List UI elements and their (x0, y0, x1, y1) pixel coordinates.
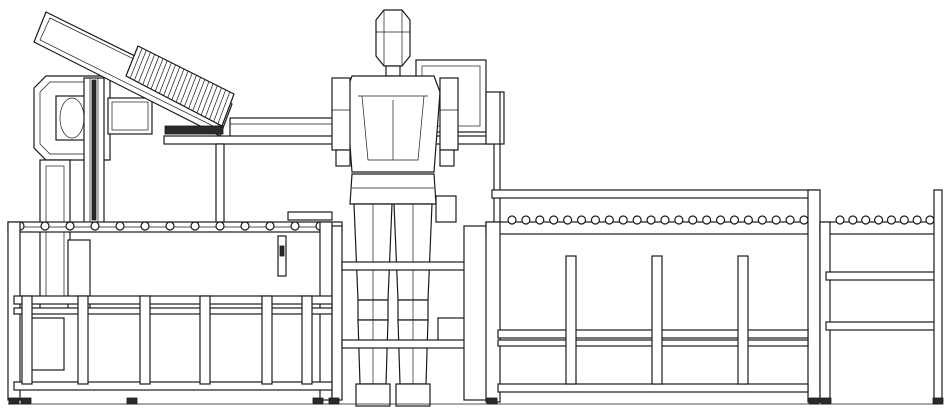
roller (535, 215, 545, 225)
hopper-rib (138, 52, 151, 83)
inclined-loader-icon (33, 11, 495, 225)
frame-post (261, 295, 273, 385)
frame-post (199, 295, 211, 385)
hopper-rib (221, 93, 235, 127)
roller (521, 215, 531, 225)
leveling-foot (328, 397, 340, 405)
right-conveyor (819, 189, 944, 405)
left-conveyor (7, 221, 343, 405)
roller (715, 215, 726, 225)
hopper-rib (188, 77, 201, 109)
roller (799, 215, 809, 225)
hopper-rib (204, 85, 218, 118)
hopper-rib (192, 79, 206, 111)
roller (590, 215, 601, 225)
roller (40, 221, 50, 231)
frame-post (139, 295, 151, 385)
left-machine (27, 75, 153, 371)
leveling-foot (486, 397, 498, 405)
roller (190, 221, 200, 231)
roller (757, 215, 767, 225)
roller (861, 215, 871, 225)
roller (115, 221, 125, 231)
hopper-rib (213, 89, 226, 122)
frame-post (565, 255, 577, 385)
hopper-rib (200, 83, 214, 116)
roller (660, 215, 670, 225)
leveling-foot (808, 397, 820, 405)
roller (507, 215, 517, 225)
mannequin (331, 9, 459, 407)
roller (240, 221, 250, 231)
hopper-rib (125, 45, 139, 77)
roller (743, 215, 753, 225)
roller (165, 221, 175, 231)
roller (632, 215, 642, 225)
hopper-rib (142, 54, 156, 85)
roller (688, 215, 698, 225)
hopper-rib (217, 91, 231, 124)
hopper-rib (171, 68, 185, 101)
roller (604, 215, 614, 225)
hopper-rib (150, 58, 164, 90)
leveling-foot (820, 397, 832, 405)
hopper-rib (129, 47, 143, 79)
roller (674, 215, 684, 225)
roller (729, 215, 740, 225)
hopper-rib (154, 60, 168, 92)
roller (912, 215, 922, 225)
hopper-rib (209, 87, 222, 120)
leveling-foot (126, 397, 138, 405)
roller (618, 215, 628, 225)
leveling-foot (8, 397, 20, 405)
roller (702, 215, 712, 225)
support-column (83, 77, 105, 227)
frame-post (737, 255, 749, 385)
roller (646, 215, 656, 225)
leveling-foot (312, 397, 324, 405)
frame-post (21, 295, 33, 385)
roller (140, 221, 150, 231)
roller (873, 215, 884, 225)
roller (848, 215, 858, 225)
roller (549, 215, 559, 225)
hopper-rib (163, 64, 176, 96)
hopper-rib (146, 56, 160, 87)
frame-post (651, 255, 663, 385)
hopper-rib (175, 70, 189, 103)
roller (65, 221, 75, 231)
roller (563, 215, 573, 225)
hopper-rib (196, 81, 210, 114)
roller (925, 215, 935, 225)
frame-post (77, 295, 89, 385)
roller (576, 215, 587, 225)
hopper-rib (179, 73, 193, 105)
roller (886, 215, 897, 225)
roller (835, 215, 845, 225)
center-conveyor (485, 189, 821, 405)
roller (215, 221, 225, 231)
roller (90, 221, 100, 231)
roller (771, 215, 781, 225)
hopper-rib (167, 66, 181, 98)
roller (785, 215, 795, 225)
hopper-rib (134, 50, 147, 81)
hopper-rib (159, 62, 172, 94)
roller (290, 221, 300, 231)
leveling-foot (20, 397, 32, 405)
hopper-rib (184, 75, 197, 107)
frame-post (301, 295, 313, 385)
roller (899, 215, 909, 225)
leveling-foot (932, 397, 944, 405)
roller (265, 221, 275, 231)
